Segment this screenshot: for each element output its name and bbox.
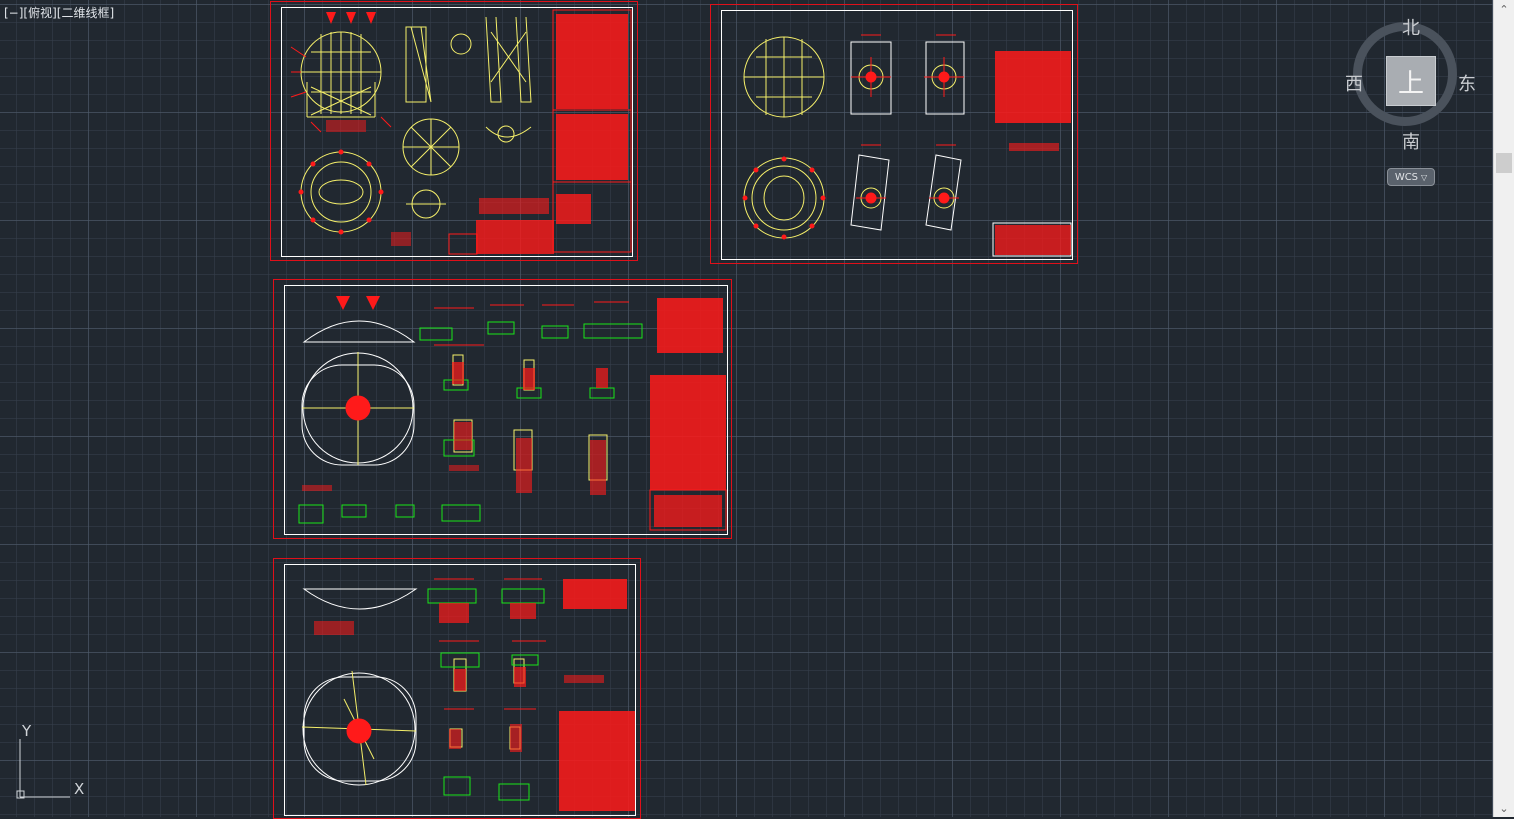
sheet-2-drawing [742, 34, 1072, 257]
drawing-sheet-spherical-tank-overview[interactable] [270, 1, 638, 261]
sheet-frame [284, 564, 636, 816]
sheet-frame [281, 7, 633, 257]
ucs-icon: Y X [12, 722, 92, 805]
scrollbar-thumb[interactable] [1496, 153, 1512, 173]
ucs-axes-icon [16, 739, 70, 799]
sheet-1-drawing [290, 9, 632, 255]
wcs-menu-button[interactable]: WCS ▽ [1387, 168, 1435, 186]
compass-south[interactable]: 南 [1402, 132, 1420, 153]
sheet-frame [284, 285, 728, 535]
viewcube-compass-ring[interactable] [1353, 22, 1457, 126]
wcs-label: WCS [1394, 171, 1419, 183]
compass-east[interactable]: 东 [1458, 74, 1476, 95]
scroll-down-arrow-icon[interactable]: ⌄ [1499, 801, 1509, 815]
drawing-sheet-bottom-nozzles[interactable] [273, 558, 641, 819]
sheet-frame [721, 10, 1073, 260]
viewcube-top-face[interactable]: 上 [1386, 56, 1436, 106]
scroll-up-arrow-icon[interactable]: ⌃ [1499, 2, 1509, 16]
drawing-sheet-top-nozzles[interactable] [273, 279, 732, 539]
compass-north[interactable]: 北 [1402, 18, 1420, 39]
chevron-down-icon: ▽ [1421, 172, 1428, 182]
sheet-4-drawing [301, 578, 635, 811]
sheet-3-drawing [298, 296, 727, 531]
ucs-y-label: Y [22, 722, 32, 740]
viewport-controls-label[interactable]: [−][俯视][二维线框] [4, 6, 115, 20]
vertical-scrollbar[interactable]: ⌃ ⌄ [1493, 0, 1514, 817]
viewcube[interactable]: 北 南 东 西 上 WCS ▽ [1345, 12, 1476, 192]
ucs-x-label: X [74, 780, 85, 798]
compass-west[interactable]: 西 [1345, 74, 1363, 95]
drawing-sheet-shell-plates[interactable] [710, 4, 1078, 264]
